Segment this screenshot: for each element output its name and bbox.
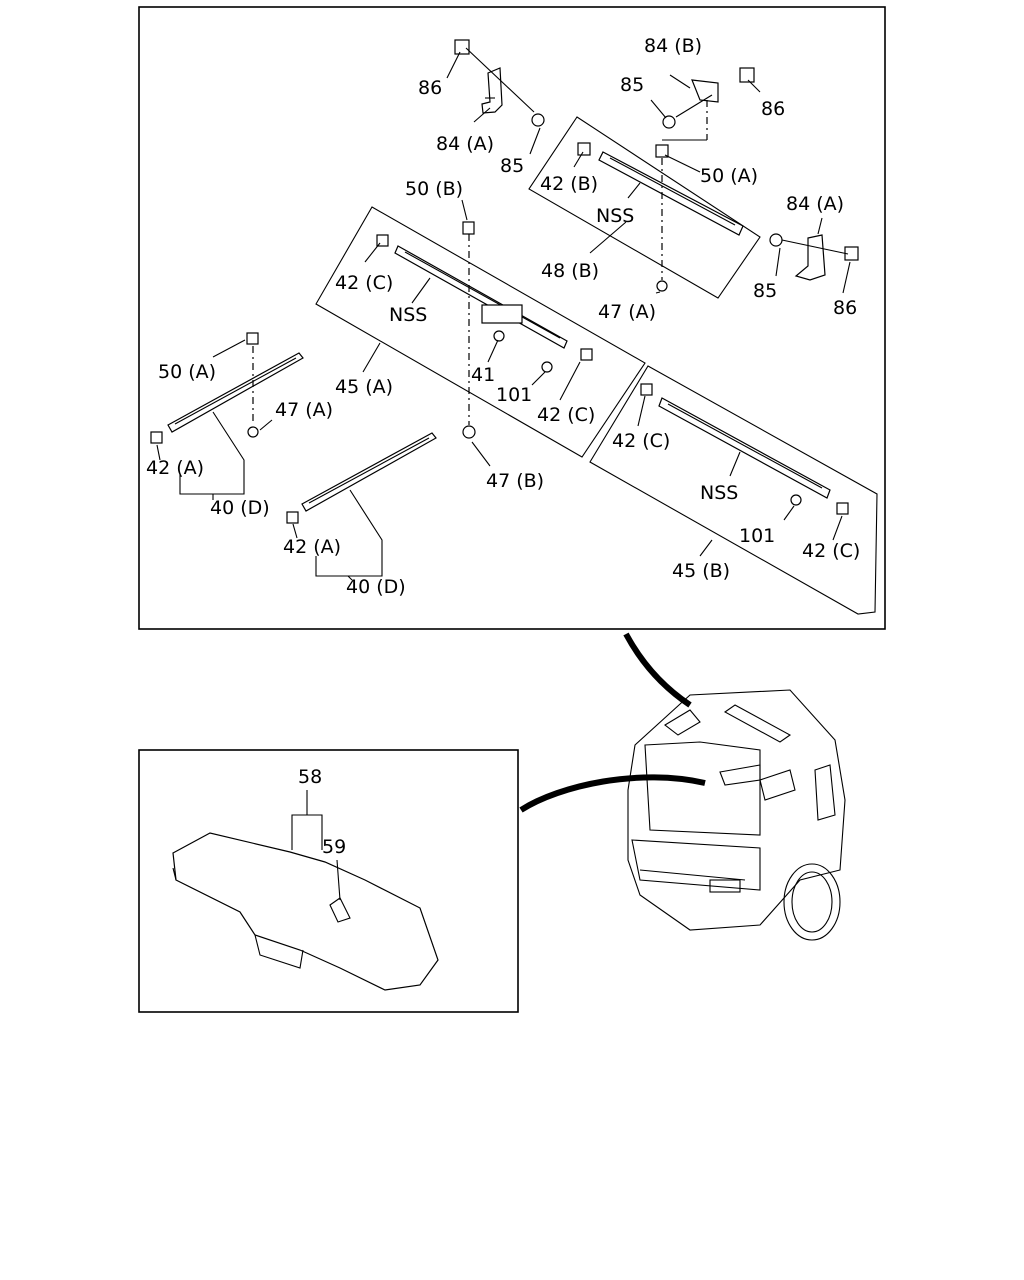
rail-40d-lower — [286, 432, 437, 524]
rail-48b — [577, 142, 744, 292]
screw-47a-left — [247, 426, 259, 438]
label-50a: 50 (A) — [700, 165, 758, 187]
rail-40d-upper — [150, 332, 304, 444]
label-58: 58 — [298, 766, 322, 788]
group-box-45a — [315, 206, 646, 458]
label-84b: 84 (B) — [644, 35, 702, 57]
label-85: 85 — [753, 280, 777, 302]
label-101: 101 — [496, 384, 532, 406]
label-nss: NSS — [389, 304, 427, 326]
clip-50a-left — [246, 332, 259, 345]
screw-85-top — [531, 113, 545, 127]
label-47a: 47 (A) — [598, 301, 656, 323]
label-47b: 47 (B) — [486, 470, 544, 492]
label-42c: 42 (C) — [335, 272, 393, 294]
clip-42b — [577, 142, 591, 156]
group-box-48b — [528, 116, 761, 299]
pointer-arrow-cab — [519, 774, 706, 813]
label-86: 86 — [418, 77, 442, 99]
clip-50b — [462, 221, 475, 235]
clip-42c-right-upper — [640, 383, 653, 396]
screw-85-right — [662, 115, 676, 129]
clip-42c-upper — [376, 234, 389, 247]
clip-42a-lower — [286, 511, 299, 524]
clip-42c-mid — [580, 348, 593, 361]
label-101: 101 — [739, 525, 775, 547]
screw-47a-top — [656, 280, 668, 292]
group-box-45b — [589, 365, 878, 615]
label-42c: 42 (C) — [537, 404, 595, 426]
label-85: 85 — [620, 74, 644, 96]
clip-42a-upper — [150, 431, 163, 444]
label-50a: 50 (A) — [158, 361, 216, 383]
truck-cab-illustration — [627, 689, 846, 941]
fastener-block-41 — [481, 304, 523, 324]
leader-lines — [156, 51, 851, 581]
label-45a: 45 (A) — [335, 376, 393, 398]
screw-101-b — [790, 494, 802, 506]
label-48b: 48 (B) — [541, 260, 599, 282]
label-nss: NSS — [596, 205, 634, 227]
screw-47b — [462, 425, 476, 439]
label-86: 86 — [761, 98, 785, 120]
screw-85-lower — [769, 233, 783, 247]
label-41: 41 — [471, 364, 495, 386]
pointer-arrow-roof — [623, 632, 692, 708]
label-42b: 42 (B) — [540, 173, 598, 195]
bracket-84a-right — [769, 233, 859, 281]
rail-45a — [376, 221, 593, 439]
clip-42c-right-lower — [836, 502, 849, 515]
label-50b: 50 (B) — [405, 178, 463, 200]
rail-45b — [640, 383, 849, 515]
bracket-84b — [662, 67, 755, 141]
screw-101-a — [541, 361, 553, 373]
clip-86-right — [739, 67, 755, 83]
part-labels: 86 84 (B) 85 86 84 (A) 85 42 (B) 50 (A) … — [146, 35, 860, 858]
label-85: 85 — [500, 155, 524, 177]
nut-41 — [493, 330, 505, 342]
label-84a: 84 (A) — [436, 133, 494, 155]
label-42c: 42 (C) — [612, 430, 670, 452]
label-42a: 42 (A) — [146, 457, 204, 479]
label-84a: 84 (A) — [786, 193, 844, 215]
label-47a: 47 (A) — [275, 399, 333, 421]
label-40d: 40 (D) — [210, 497, 270, 519]
label-42c: 42 (C) — [802, 540, 860, 562]
clip-50a-top — [655, 144, 669, 158]
label-45b: 45 (B) — [672, 560, 730, 582]
main-diagram-frame — [138, 6, 886, 630]
label-nss: NSS — [700, 482, 738, 504]
label-42a: 42 (A) — [283, 536, 341, 558]
clip-86-top — [454, 39, 470, 55]
detail-frame — [138, 749, 519, 1013]
bracket-84a-top — [454, 39, 545, 127]
label-40d: 40 (D) — [346, 576, 406, 598]
label-59: 59 — [322, 836, 346, 858]
label-86: 86 — [833, 297, 857, 319]
cover-part-58 — [172, 790, 439, 991]
